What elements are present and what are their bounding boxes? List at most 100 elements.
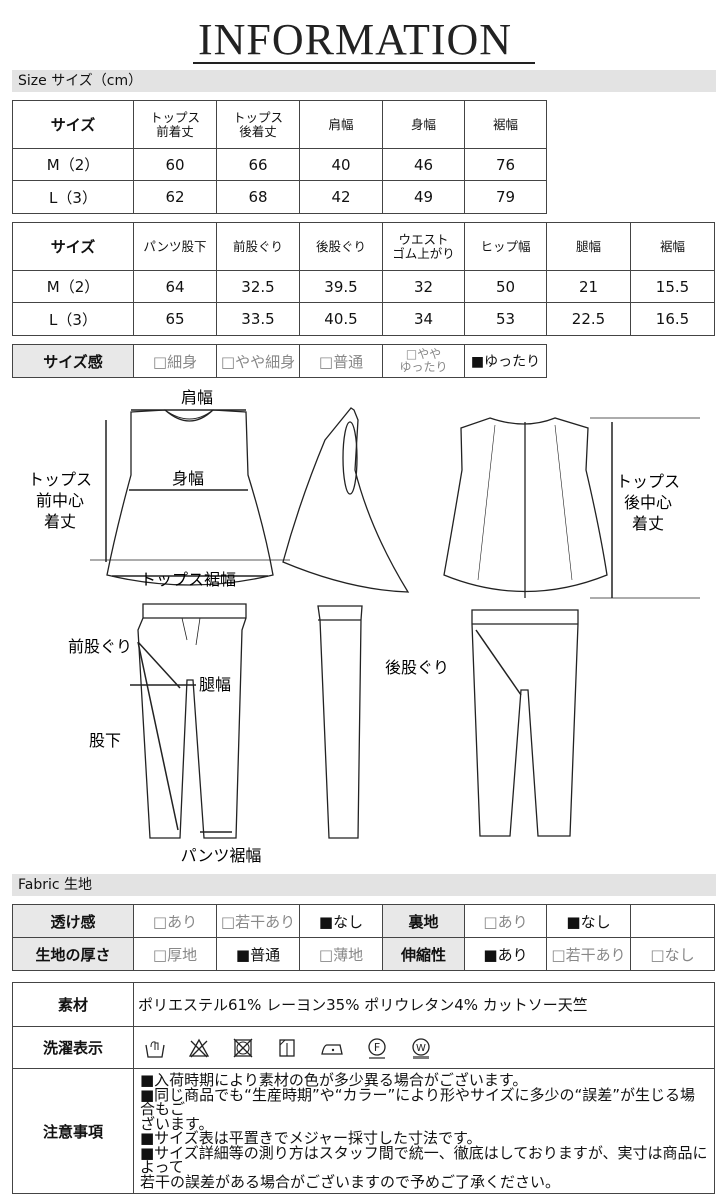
fabric-option-selected: ■なし (299, 904, 383, 938)
table-row: M（2） 64 32.5 39.5 32 50 21 15.5 (12, 270, 715, 303)
table-cell: 34 (382, 302, 465, 336)
notes-label: 注意事項 (12, 1068, 134, 1194)
pants-header-back-rise: 後股ぐり (299, 222, 383, 271)
note-line: ざいます。 (140, 1114, 214, 1133)
notes-text: ■入荷時期により素材の色が多少異る場合がございます。 ■同じ商品でも“生産時期”… (133, 1068, 715, 1194)
label-tops-back-l2: 後中心 (624, 493, 672, 512)
table-row: M（2） 60 66 40 46 76 (12, 148, 547, 181)
tops-back-outline (443, 417, 608, 593)
wet-clean-w-icon: W (412, 1037, 430, 1059)
size-section-header: Size サイズ（cm） (12, 70, 716, 92)
table-row: L（3） 65 33.5 40.5 34 53 22.5 16.5 (12, 302, 715, 336)
svg-text:W: W (416, 1043, 426, 1054)
fabric-label-lining: 裏地 (382, 904, 465, 938)
pants-header-hip: ヒップ幅 (464, 222, 547, 271)
table-cell: 64 (133, 270, 217, 303)
fabric-section-header: Fabric 生地 (12, 874, 716, 896)
pants-header-waist-l1: ウエスト (398, 231, 449, 247)
svg-text:F: F (374, 1041, 380, 1054)
notes-row: 注意事項 ■入荷時期により素材の色が多少異る場合がございます。 ■同じ商品でも“… (12, 1068, 715, 1194)
tops-header-front-length: トップス前着丈 (133, 100, 217, 149)
size-feel-table: サイズ感 □細身 □やや細身 □普通 □ややゆったり ■ゆったり (12, 344, 547, 378)
tops-side-outline (282, 407, 410, 593)
fabric-row-1: 透け感 □あり □若干あり ■なし 裏地 □あり ■なし (12, 904, 715, 938)
table-cell: 68 (216, 180, 300, 214)
pants-header-waist-l2: ゴム上がり (392, 245, 455, 261)
page-title: INFORMATION (197, 15, 513, 64)
fabric-option-selected: ■なし (546, 904, 631, 938)
table-cell: 53 (464, 302, 547, 336)
fabric-table: 透け感 □あり □若干あり ■なし 裏地 □あり ■なし 生地の厚さ □厚地 ■… (12, 904, 715, 971)
label-tops-back-l1: トップス (616, 472, 680, 491)
fabric-label-stretch: 伸縮性 (382, 937, 465, 971)
table-cell: M（2） (12, 148, 134, 181)
fabric-option: □あり (133, 904, 217, 938)
title-underline (193, 62, 535, 64)
label-tops-front-l1: トップス (28, 470, 92, 489)
tops-header-row: サイズ トップス前着丈 トップス後着丈 肩幅 身幅 裾幅 (12, 100, 547, 149)
size-feel-option-slightly-loose: □ややゆったり (382, 344, 465, 378)
pants-header-size: サイズ (12, 222, 134, 271)
size-feel-loose-l1: □やや (405, 347, 442, 361)
no-tumble-dry-icon (233, 1038, 253, 1057)
table-cell: L（3） (12, 302, 134, 336)
hand-wash-icon (145, 1040, 165, 1058)
tops-front-outline (106, 409, 274, 586)
pants-side-outline (317, 605, 363, 839)
wash-icons: F W (134, 1037, 714, 1059)
label-back-rise: 後股ぐり (385, 658, 449, 677)
size-feel-option-slim: □細身 (133, 344, 217, 378)
table-cell: 46 (382, 148, 465, 181)
tops-header-front-length-l1: トップス (149, 109, 200, 125)
label-front-rise: 前股ぐり (68, 637, 132, 656)
size-feel-option-slightly-slim: □やや細身 (216, 344, 300, 378)
garment-diagram: 肩幅 トップス 前中心 着丈 身幅 トップス裾幅 トップス 後中心 着丈 前股ぐ… (28, 388, 700, 865)
fabric-option: □薄地 (299, 937, 383, 971)
note-line: 若干の誤差がある場合がございますので予めご了承ください。 (140, 1172, 561, 1191)
tops-size-table: サイズ トップス前着丈 トップス後着丈 肩幅 身幅 裾幅 M（2） 60 66 … (12, 100, 547, 214)
pants-header-row: サイズ パンツ股下 前股ぐり 後股ぐり ウエストゴム上がり ヒップ幅 腿幅 裾幅 (12, 222, 715, 271)
label-body-width: 身幅 (172, 469, 204, 488)
tops-header-front-length-l2: 前着丈 (156, 123, 194, 139)
wash-label: 洗濯表示 (12, 1026, 134, 1069)
label-shoulder: 肩幅 (181, 388, 213, 407)
size-feel-option-loose: ■ゆったり (464, 344, 547, 378)
table-cell: 49 (382, 180, 465, 214)
fabric-option-selected: ■普通 (216, 937, 300, 971)
note-line: ■入荷時期により素材の色が多少異る場合がございます。 (140, 1071, 528, 1089)
label-inseam: 股下 (89, 731, 121, 750)
label-thigh: 腿幅 (199, 675, 231, 694)
size-feel-loose-l2: ゆったり (399, 360, 448, 374)
tops-header-body: 身幅 (382, 100, 465, 149)
fabric-option-empty (630, 904, 715, 938)
table-cell: 76 (464, 148, 547, 181)
pants-header-hem: 裾幅 (630, 222, 715, 271)
table-cell: 32 (382, 270, 465, 303)
wash-icons-cell: F W (133, 1026, 715, 1069)
size-feel-label: サイズ感 (12, 344, 134, 378)
fabric-option: □なし (630, 937, 715, 971)
table-cell: 65 (133, 302, 217, 336)
pants-header-waist: ウエストゴム上がり (382, 222, 465, 271)
label-tops-front-l3: 着丈 (44, 512, 76, 531)
material-value: ポリエステル61% レーヨン35% ポリウレタン4% カットソー天竺 (133, 982, 715, 1027)
pants-header-inseam: パンツ股下 (133, 222, 217, 271)
table-cell: 40 (299, 148, 383, 181)
fabric-option: □若干あり (216, 904, 300, 938)
table-cell: 33.5 (216, 302, 300, 336)
tops-header-size: サイズ (12, 100, 134, 149)
iron-low-icon (321, 1043, 343, 1055)
fabric-option: □若干あり (546, 937, 631, 971)
fabric-option: □あり (464, 904, 547, 938)
pants-back-outline (471, 609, 579, 837)
material-label: 素材 (12, 982, 134, 1027)
label-tops-hem: トップス裾幅 (140, 570, 236, 589)
fabric-label-thickness: 生地の厚さ (12, 937, 134, 971)
tops-header-back-length-l2: 後着丈 (239, 123, 277, 139)
pants-size-table: サイズ パンツ股下 前股ぐり 後股ぐり ウエストゴム上がり ヒップ幅 腿幅 裾幅… (12, 222, 715, 336)
table-cell: 62 (133, 180, 217, 214)
table-cell: 39.5 (299, 270, 383, 303)
table-cell: L（3） (12, 180, 134, 214)
table-cell: 66 (216, 148, 300, 181)
table-cell: 40.5 (299, 302, 383, 336)
